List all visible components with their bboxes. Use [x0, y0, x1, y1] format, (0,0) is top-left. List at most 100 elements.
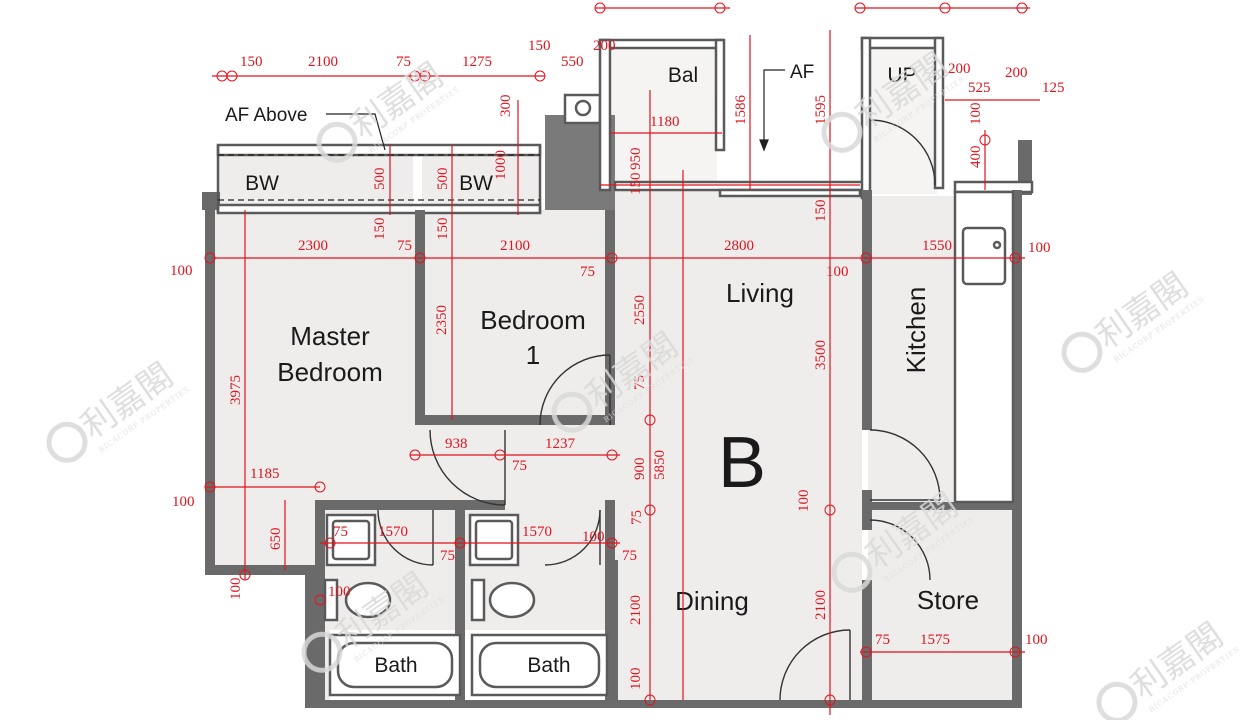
- dim-bath2-1570: 1570: [522, 524, 552, 540]
- bw2-label: BW: [459, 172, 493, 195]
- bw-floor-2: [422, 150, 540, 208]
- watermark-8: 利嘉閣 RICACORP PROPERTIES: [1096, 616, 1240, 720]
- watermark-logo-icon: [1061, 331, 1103, 373]
- dim-bw-150: 150: [372, 218, 388, 241]
- dim-bw2-150: 150: [435, 218, 451, 241]
- master-bedroom-label-1: Master: [290, 321, 370, 351]
- watermark-logo-icon: [831, 551, 873, 593]
- dim-bal-150: 150: [628, 173, 644, 196]
- balcony-label: Bal: [668, 64, 698, 87]
- dim-st-2100: 2100: [813, 590, 829, 620]
- dim-up-100: 100: [968, 103, 984, 126]
- dim-bal-300: 300: [498, 95, 514, 118]
- dim-up-200: 200: [948, 61, 971, 77]
- dim-bal-1180: 1180: [650, 114, 679, 130]
- store-label: Store: [917, 585, 979, 615]
- dim-din-100: 100: [628, 668, 644, 691]
- dim-row-100-left: 100: [170, 263, 193, 279]
- bedroom1-label-1: Bedroom: [480, 305, 586, 335]
- dim-top-75: 75: [396, 54, 411, 70]
- dim-bath2-75: 75: [629, 510, 645, 525]
- dim-row-75b: 75: [580, 264, 595, 280]
- room-labels: Master Bedroom Bedroom 1 Living Dining K…: [225, 62, 979, 677]
- dim-bal-1000: 1000: [493, 150, 509, 180]
- dim-bath1-75: 75: [333, 524, 348, 540]
- dim-row-2100: 2100: [500, 238, 530, 254]
- watermark-logo-icon: [46, 421, 88, 463]
- dim-af-1595: 1595: [813, 95, 829, 125]
- dim-row-75a: 75: [397, 238, 412, 254]
- dim-bw-500: 500: [372, 168, 388, 191]
- dim-top-200: 200: [593, 38, 616, 54]
- dim-liv-3500: 3500: [813, 340, 829, 370]
- dim-row-100-right: 100: [1028, 240, 1051, 256]
- dim-top-1275: 1275: [462, 54, 492, 70]
- dim-c-900: 900: [632, 458, 648, 481]
- dim-row-2300: 2300: [298, 238, 328, 254]
- doors: [377, 119, 941, 701]
- dim-mb-3975: 3975: [228, 375, 244, 405]
- dim-up-200b: 200: [1005, 65, 1028, 81]
- dim-c-75: 75: [512, 458, 527, 474]
- dimension-ticks: [204, 2, 1028, 706]
- dim-top-150: 150: [240, 54, 263, 70]
- annotation-leaders: [218, 69, 785, 201]
- dim-bath1-100: 100: [328, 584, 351, 600]
- dim-c-5850: 5850: [652, 450, 668, 480]
- dim-mb-100b: 100: [228, 578, 244, 601]
- dim-row-2800: 2800: [724, 238, 754, 254]
- master-bedroom-label-2: Bedroom: [277, 357, 383, 387]
- dim-bw2-500: 500: [435, 168, 451, 191]
- utility-platform-label: UP: [887, 64, 916, 87]
- dim-bath1-75b: 75: [440, 548, 455, 564]
- dim-up-125: 125: [1042, 80, 1065, 96]
- dim-c-938: 938: [445, 436, 468, 452]
- watermark-logo-icon: [316, 121, 358, 163]
- dim-b1-2550: 2550: [632, 295, 648, 325]
- dim-mb-650: 650: [268, 528, 284, 551]
- bedroom1-label-2: 1: [526, 340, 540, 370]
- dim-b1-75: 75: [632, 375, 648, 390]
- dimension-labels: 150 2100 75 1275 150 550 200 300 1000 11…: [170, 38, 1065, 690]
- balcony-floor: [612, 44, 717, 190]
- dim-mb-1185: 1185: [250, 466, 279, 482]
- dim-row-1550: 1550: [922, 238, 952, 254]
- dim-st-1575: 1575: [920, 632, 950, 648]
- unit-label: B: [718, 423, 766, 503]
- dim-top-550: 550: [561, 54, 584, 70]
- dim-bath2-75b: 75: [622, 548, 637, 564]
- dining-label: Dining: [675, 586, 749, 616]
- dim-din-2100: 2100: [628, 595, 644, 625]
- af-label: AF: [790, 62, 814, 83]
- store-floor: [868, 510, 1018, 705]
- kitchen-label: Kitchen: [901, 287, 931, 374]
- watermark-1: 利嘉閣 RICACORP PROPERTIES: [46, 356, 191, 463]
- watermark-logo-icon: [551, 391, 593, 433]
- af-above-label: AF Above: [225, 105, 307, 126]
- main-floor: [210, 190, 862, 700]
- bw1-label: BW: [245, 172, 279, 195]
- dim-st-75: 75: [875, 632, 890, 648]
- watermark-logo-icon: [821, 111, 863, 153]
- bw-floor-1: [218, 150, 413, 208]
- dim-row-100b: 100: [826, 264, 849, 280]
- bath2-label: Bath: [527, 654, 570, 677]
- dim-mb-100: 100: [172, 494, 195, 510]
- bath1-label: Bath: [374, 654, 417, 677]
- watermark-5: 利嘉閣 RICACORP PROPERTIES: [1061, 266, 1206, 373]
- dim-bath1-1570: 1570: [378, 524, 408, 540]
- watermark-logo-icon: [1096, 681, 1138, 720]
- dim-b1-2350: 2350: [434, 305, 450, 335]
- dim-bal-950: 950: [628, 148, 644, 171]
- dim-bath2-100: 100: [582, 529, 605, 545]
- watermark-logo-icon: [301, 631, 343, 673]
- dim-top-2100: 2100: [308, 54, 338, 70]
- dim-st-100: 100: [1025, 632, 1048, 648]
- dim-din-100b: 100: [796, 490, 812, 513]
- walls: [202, 36, 1034, 708]
- dim-c-1237: 1237: [545, 436, 576, 452]
- dim-top-150b: 150: [528, 38, 551, 54]
- dim-bal-1586: 1586: [733, 95, 749, 126]
- dim-af-150: 150: [813, 200, 829, 223]
